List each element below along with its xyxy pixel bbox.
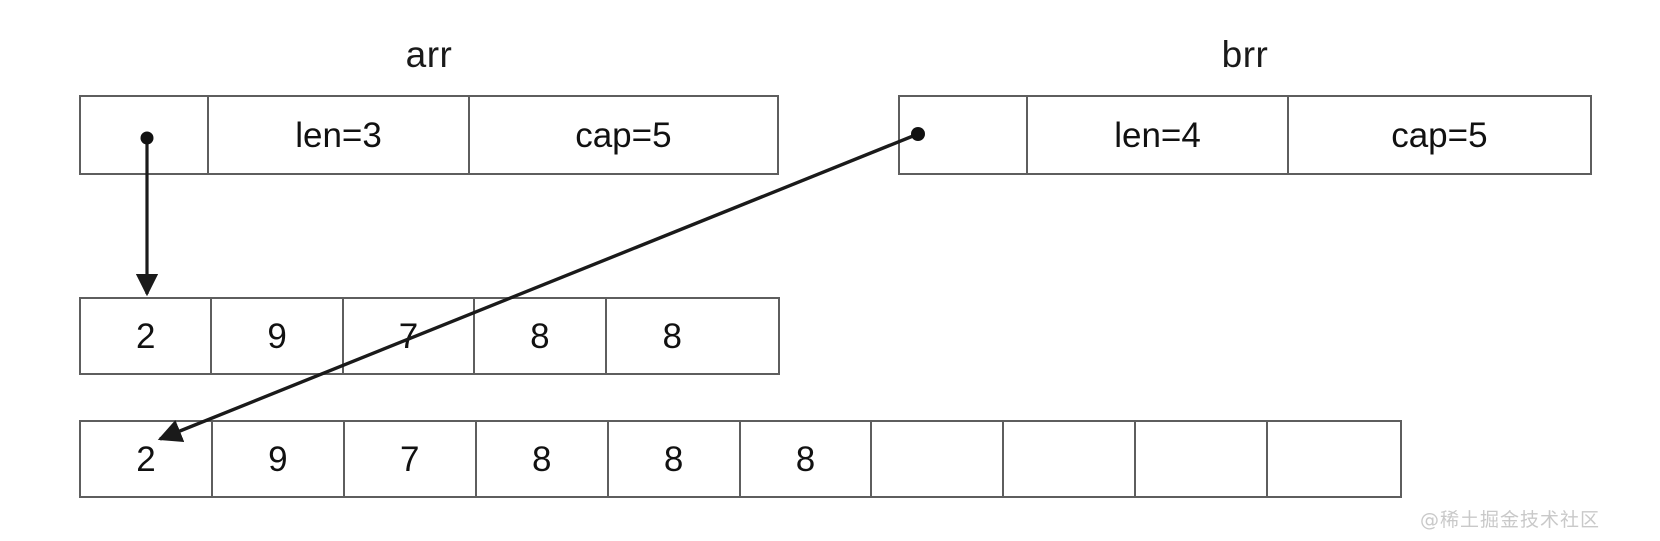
arr-backing-cell-4: 8	[606, 299, 738, 373]
arr-cap-cell: cap=5	[469, 97, 777, 173]
brr-backing-cell-9	[1268, 422, 1401, 496]
brr-slice-header: len=4 cap=5	[898, 95, 1592, 175]
brr-backing-cell-2: 7	[344, 422, 477, 496]
brr-pointer-cell	[900, 97, 1029, 173]
arr-backing-cell-3: 8	[475, 299, 607, 373]
watermark: @稀土掘金技术社区	[1420, 509, 1601, 531]
arr-backing-cell-1: 9	[212, 299, 344, 373]
brr-backing-cell-0: 2	[81, 422, 213, 496]
arr-slice-header: len=3 cap=5	[79, 95, 779, 175]
arr-len-cell: len=3	[209, 97, 470, 173]
brr-backing-cell-4: 8	[608, 422, 741, 496]
arr-pointer-cell	[81, 97, 210, 173]
brr-cap-cell: cap=5	[1288, 97, 1591, 173]
brr-backing-cell-6	[872, 422, 1005, 496]
brr-backing-cell-8	[1136, 422, 1269, 496]
arr-backing-cell-0: 2	[81, 299, 213, 373]
brr-backing-cell-7	[1004, 422, 1137, 496]
brr-title: brr	[1221, 34, 1269, 75]
arr-backing-cell-2: 7	[343, 299, 476, 373]
brr-backing-cell-1: 9	[212, 422, 345, 496]
brr-backing-cell-5: 8	[740, 422, 873, 496]
brr-pointer-arrow	[157, 132, 919, 443]
arr-title: arr	[405, 34, 453, 75]
brr-backing-cell-3: 8	[476, 422, 609, 496]
brr-len-cell: len=4	[1028, 97, 1289, 173]
